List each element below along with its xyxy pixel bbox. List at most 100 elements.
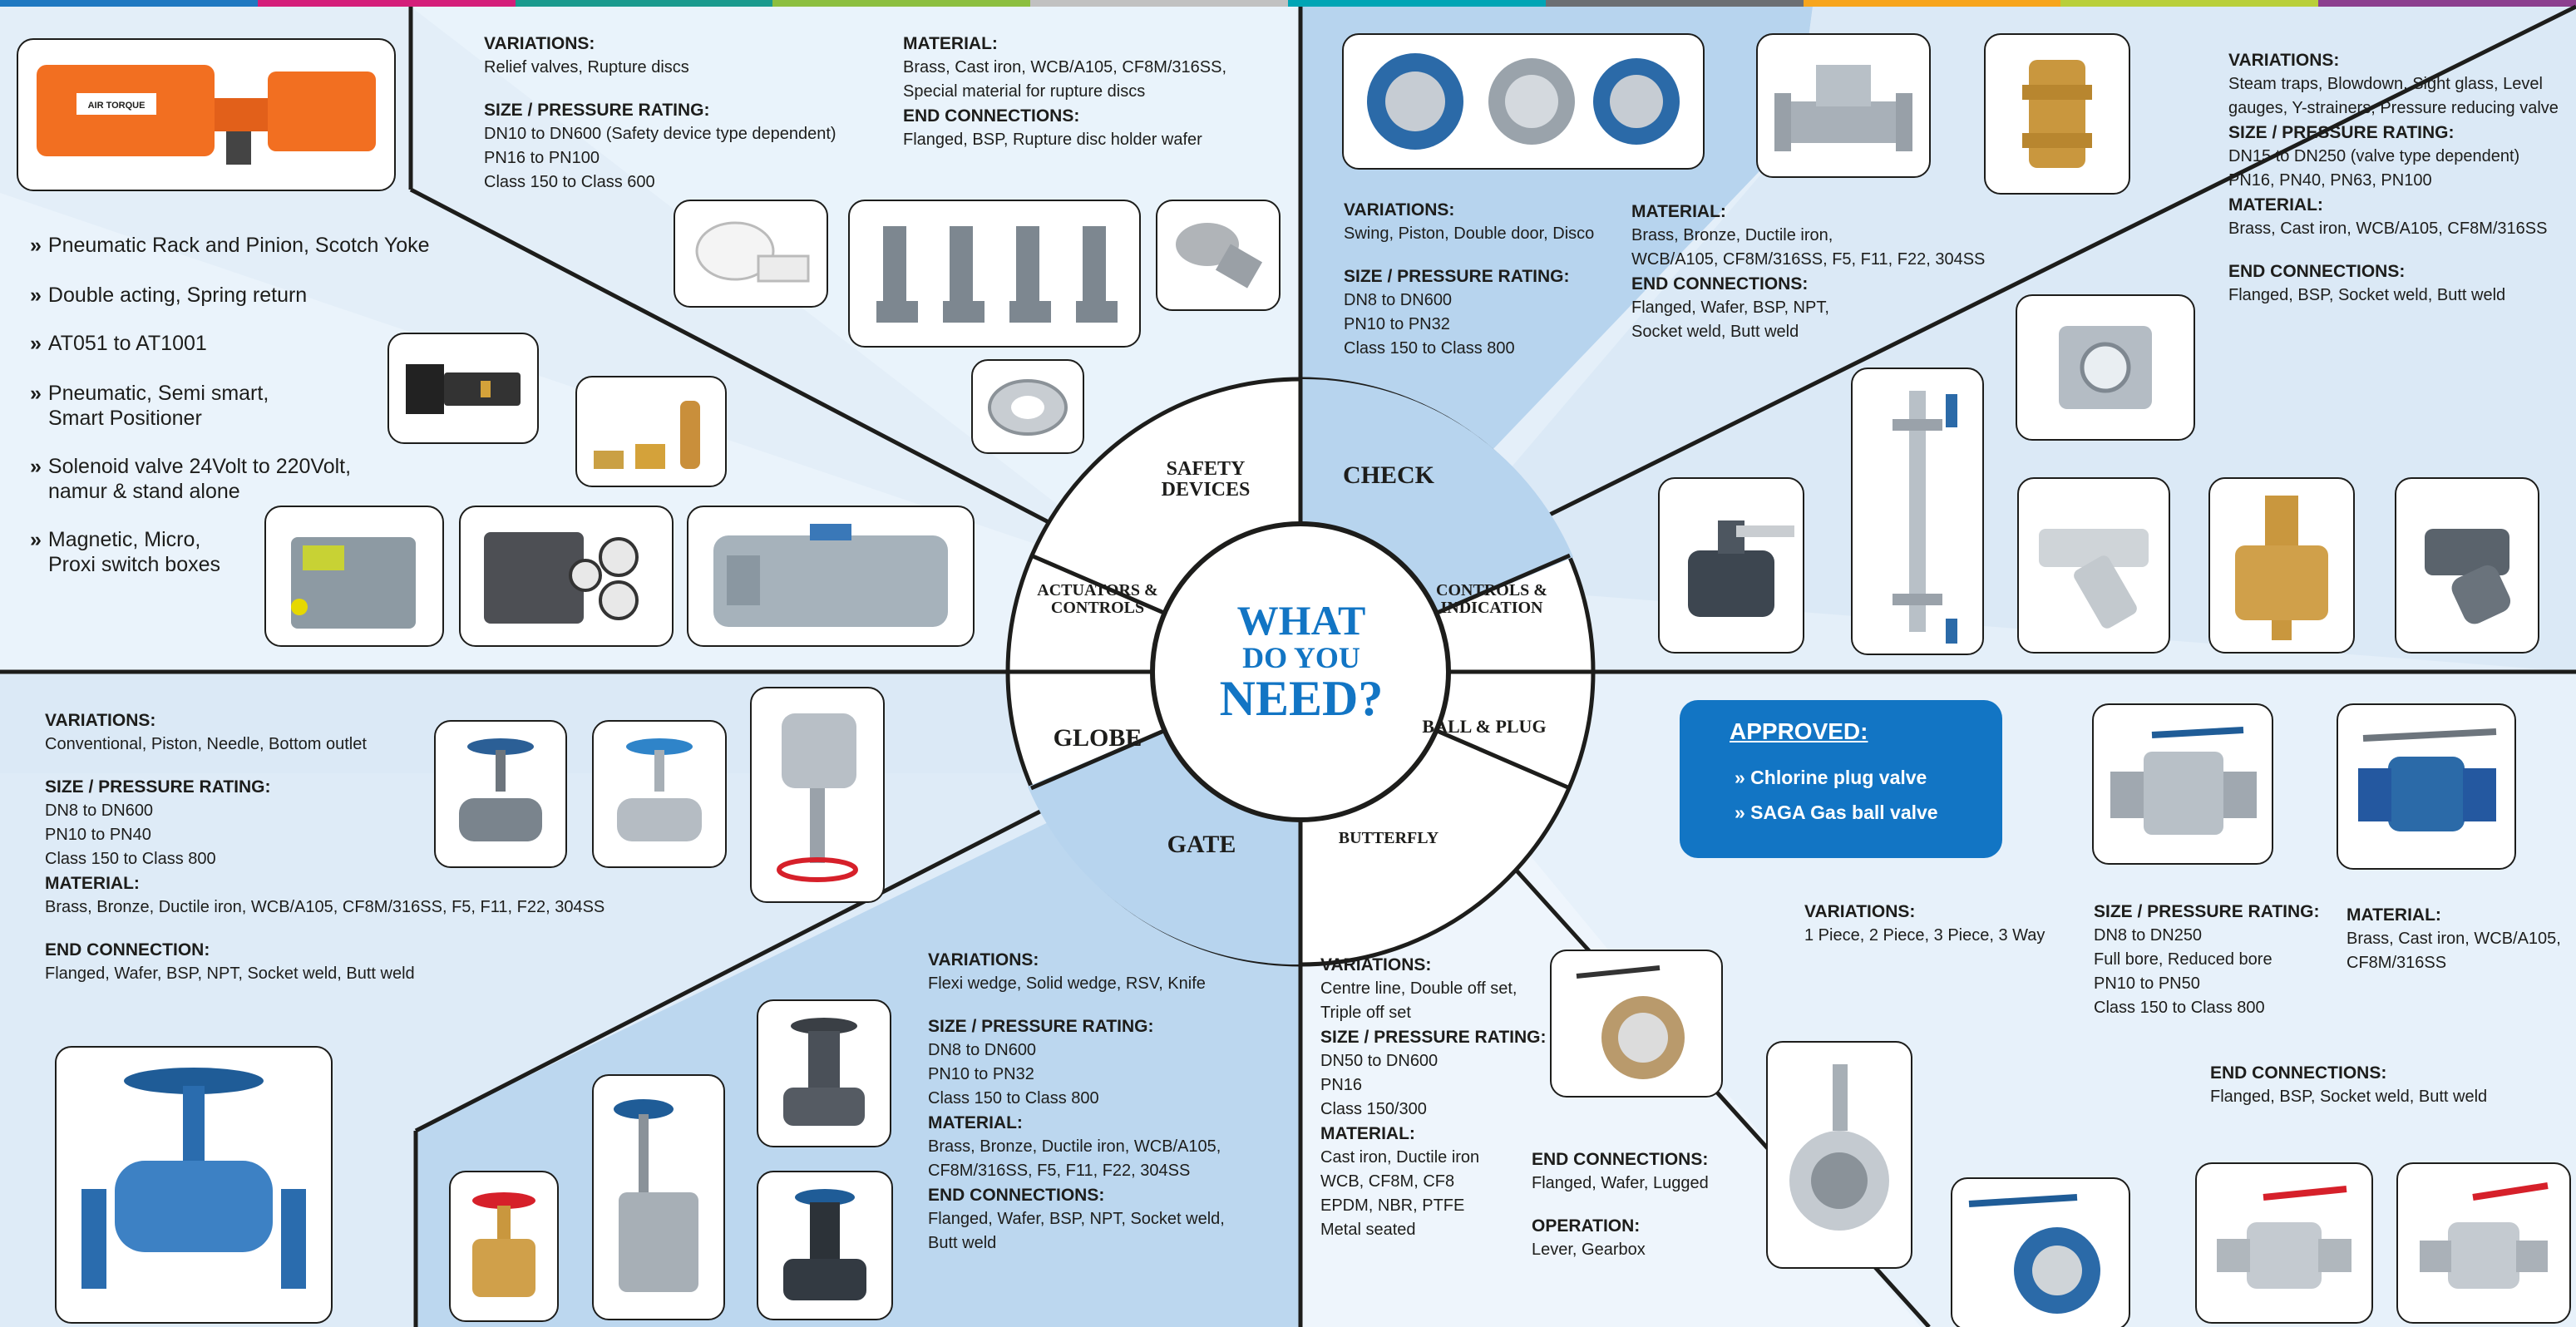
brass-gate-photo-card[interactable]	[449, 1171, 559, 1322]
approved-item-saga[interactable]: » SAGA Gas ball valve	[1735, 802, 1938, 823]
butterfly-material-heading: MATERIAL:	[1320, 1124, 1415, 1143]
wafer-butterfly-valve-icon	[1968, 1194, 2100, 1314]
knife-gate-photo-card[interactable]	[592, 1074, 725, 1320]
steam-trap-photo-card[interactable]	[2395, 477, 2539, 654]
approved-box: APPROVED: » Chlorine plug valve » SAGA G…	[1680, 700, 2002, 858]
segment-controls-indication[interactable]: CONTROLS & INDICATION	[1425, 582, 1558, 617]
rupture-disc-icon	[695, 221, 810, 283]
segment-butterfly[interactable]: BUTTERFLY	[1338, 829, 1439, 847]
relief-valves-photo-card[interactable]	[848, 200, 1141, 348]
wafer-butterfly-photo-card[interactable]	[1951, 1177, 2130, 1327]
approved-item-chlorine[interactable]: » Chlorine plug valve	[1735, 767, 1927, 788]
bullet-text: Solenoid valve 24Volt to 220Volt,	[47, 455, 352, 478]
butterfly-text-col2: END CONNECTIONS: Flanged, Wafer, Lugged …	[1532, 1147, 1709, 1280]
swing-check-photo-card[interactable]	[1756, 33, 1931, 178]
gate-valve-icon	[783, 1018, 865, 1126]
bullet-marker: »	[30, 455, 42, 478]
controls-end-heading: END CONNECTIONS:	[2228, 262, 2406, 281]
bullet-marker: »	[30, 284, 42, 307]
sight-glass-photo-card[interactable]	[2016, 294, 2195, 441]
globe-cast-photo-card[interactable]	[434, 720, 567, 868]
three-piece-ball-photo-card[interactable]	[2396, 1162, 2571, 1324]
gate-valve-blue-icon	[783, 1189, 866, 1300]
globe-steel-photo-card[interactable]	[592, 720, 727, 868]
center-line-1: WHAT	[1236, 597, 1366, 644]
y-strainer-photo-card[interactable]	[2017, 477, 2170, 654]
rupture-disc-photo-card[interactable]	[674, 200, 828, 308]
segment-ball-plug[interactable]: BALL & PLUG	[1422, 716, 1547, 737]
pneumatic-actuator-icon: AIR TORQUE	[37, 65, 376, 165]
wafer-check-valve-icon	[1367, 53, 1680, 150]
wafer-check-photo-card[interactable]	[1342, 33, 1705, 170]
segment-globe[interactable]: GLOBE	[1053, 724, 1142, 752]
segment-gate[interactable]: GATE	[1167, 831, 1236, 858]
text-line: Class 150 to Class 800	[1344, 339, 1515, 358]
color-strip-segment	[772, 0, 1031, 7]
color-strip-segment	[2060, 0, 2319, 7]
butterfly-operation-text: Lever, Gearbox	[1532, 1241, 1646, 1259]
switch-box-photo-card[interactable]	[264, 506, 444, 647]
gate-forged-photo-card[interactable]	[757, 999, 891, 1147]
pressure-reducing-valve-icon	[2235, 496, 2328, 640]
butterfly-text-col1: VARIATIONS: Centre line, Double off set,…	[1320, 953, 1546, 1242]
rack-pinion-photo-card[interactable]	[687, 506, 975, 647]
wafer-holder-photo-card[interactable]	[971, 359, 1084, 454]
safety-material-list: Brass, Cast iron, WCB/A105, CF8M/316SS,S…	[903, 56, 1226, 104]
ball-end-heading: END CONNECTIONS:	[2210, 1063, 2387, 1083]
controls-variations-list: Steam traps, Blowdown, Sight glass, Leve…	[2228, 72, 2559, 121]
brass-check-photo-card[interactable]	[1984, 33, 2130, 195]
segment-check[interactable]: CHECK	[1342, 461, 1434, 489]
actuator-bullet-item: »Double acting, Spring return	[30, 283, 307, 308]
check-material-heading: MATERIAL:	[1631, 202, 1726, 221]
silencer-photo-card[interactable]	[575, 376, 727, 487]
ball-size-heading: SIZE / PRESSURE RATING:	[2094, 902, 2320, 921]
globe-blue-photo-card[interactable]	[55, 1046, 333, 1324]
angle-globe-valve-icon	[777, 713, 858, 882]
controls-material-heading: MATERIAL:	[2228, 195, 2323, 215]
text-line: Flanged, Wafer, BSP, NPT,	[1631, 298, 1829, 317]
disc-holder-photo-card[interactable]	[1156, 200, 1281, 311]
center-line-3: NEED?	[1219, 671, 1384, 726]
lugged-butterfly-photo-card[interactable]	[1550, 950, 1723, 1098]
color-strip-segment	[1803, 0, 2061, 7]
pressure-reducing-photo-card[interactable]	[2208, 477, 2355, 654]
solenoid-photo-card[interactable]	[387, 333, 539, 444]
blowdown-valve-icon	[1688, 520, 1794, 617]
bullet-text-line2: Smart Positioner	[48, 407, 202, 430]
safety-variations-text: Relief valves, Rupture discs	[484, 58, 689, 76]
safety-size-list: DN10 to DN600 (Safety device type depend…	[484, 122, 836, 195]
butterfly-size-heading: SIZE / PRESSURE RATING:	[1320, 1028, 1547, 1047]
ball-variations-text: VARIATIONS: 1 Piece, 2 Piece, 3 Piece, 3…	[1804, 900, 2045, 966]
flanged-ball-photo-card[interactable]	[2337, 703, 2516, 870]
text-line: Class 150 to Class 800	[2094, 999, 2265, 1017]
plug-valve-photo-card[interactable]	[2092, 703, 2273, 865]
text-line: Butt weld	[928, 1234, 997, 1252]
gate-blue-photo-card[interactable]	[757, 1171, 893, 1320]
actuator-bullet-item: »Solenoid valve 24Volt to 220Volt,namur …	[30, 454, 351, 504]
level-gauge-photo-card[interactable]	[1851, 368, 1984, 655]
text-line: Brass, Cast iron, WCB/A105, CF8M/316SS,	[903, 58, 1227, 76]
three-way-ball-photo-card[interactable]	[2195, 1162, 2373, 1324]
segment-safety-devices[interactable]: SAFETY DEVICES	[1147, 458, 1264, 501]
color-strip-segment	[0, 0, 258, 7]
text-line: Brass, Bronze, Ductile iron,	[1631, 226, 1833, 244]
ball-material-list: Brass, Cast iron, WCB/A105,CF8M/316SS	[2347, 927, 2561, 975]
bullet-marker: »	[30, 528, 42, 551]
blowdown-photo-card[interactable]	[1658, 477, 1804, 654]
text-line: PN10 to PN32	[928, 1065, 1034, 1083]
text-line: PN10 to PN32	[1344, 315, 1450, 333]
check-text-col2: MATERIAL: Brass, Bronze, Ductile iron,WC…	[1631, 200, 1985, 344]
gate-end-heading: END CONNECTIONS:	[928, 1186, 1105, 1205]
segment-actuators-controls[interactable]: ACTUATORS & CONTROLS	[1031, 582, 1164, 617]
text-line: CF8M/316SS	[2347, 954, 2447, 972]
gate-text: VARIATIONS: Flexi wedge, Solid wedge, RS…	[928, 948, 1225, 1255]
positioner-photo-card[interactable]	[459, 506, 674, 647]
globe-angle-photo-card[interactable]	[750, 687, 885, 903]
actuator-photo-card[interactable]: AIR TORQUE	[17, 38, 396, 191]
text-line: DN8 to DN600	[928, 1041, 1037, 1059]
actuator-bullet-item: »Magnetic, Micro,Proxi switch boxes	[30, 527, 220, 577]
approved-title: APPROVED:	[1730, 718, 1868, 744]
high-performance-butterfly-photo-card[interactable]	[1766, 1041, 1912, 1269]
